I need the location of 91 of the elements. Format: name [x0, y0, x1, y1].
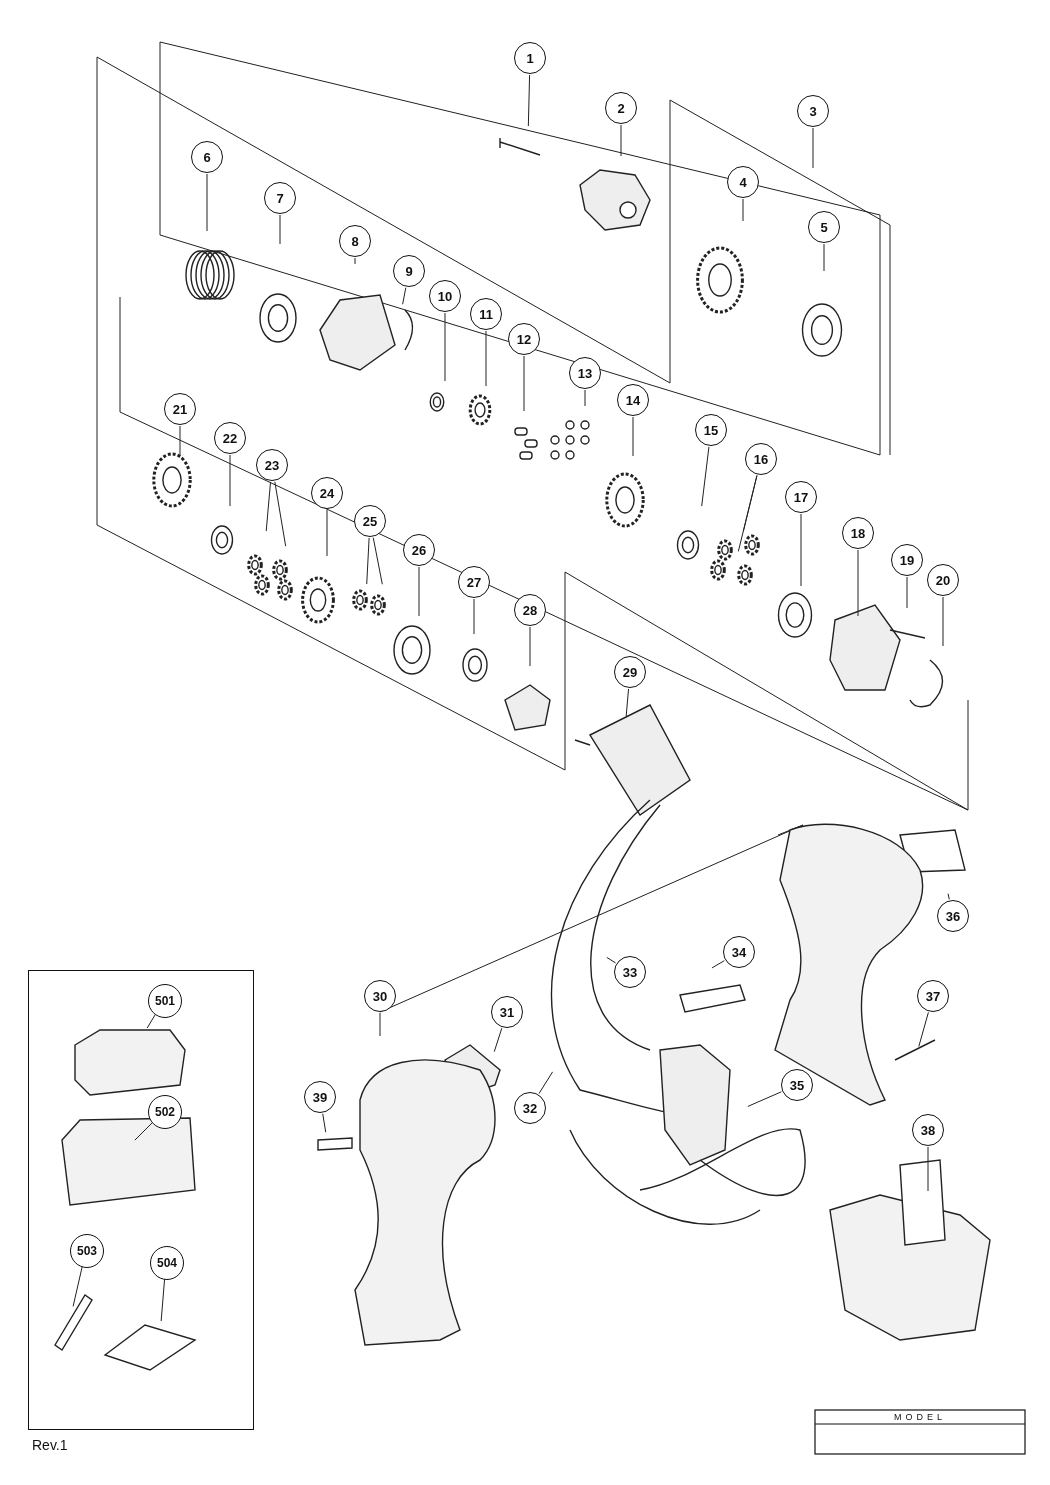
leader-line	[942, 596, 944, 647]
leader-line	[326, 509, 328, 557]
leader-line	[379, 1012, 381, 1037]
leader-line	[444, 312, 446, 382]
callout-number: 34	[723, 936, 755, 968]
callout-number: 28	[514, 594, 546, 626]
callout-number: 502	[148, 1095, 182, 1129]
leader-line	[366, 537, 370, 585]
callout-number: 8	[339, 225, 371, 257]
callout-number: 23	[256, 449, 288, 481]
callout-number: 1	[514, 42, 546, 74]
leader-line	[632, 416, 634, 457]
leader-line	[354, 257, 356, 265]
leader-line	[473, 598, 475, 635]
leader-line	[620, 124, 622, 157]
callout-number: 36	[937, 900, 969, 932]
callout-number: 16	[745, 443, 777, 475]
callout-number: 35	[781, 1069, 813, 1101]
callout-number: 20	[927, 564, 959, 596]
leader-line	[742, 198, 744, 222]
leader-line	[823, 243, 825, 272]
callout-number: 17	[785, 481, 817, 513]
leader-line	[179, 425, 181, 457]
leader-line	[322, 1113, 327, 1133]
leader-line	[538, 1071, 554, 1095]
leader-line	[527, 74, 531, 127]
callout-number: 29	[614, 656, 646, 688]
callout-number: 503	[70, 1234, 104, 1268]
leader-line	[927, 1146, 929, 1192]
leader-line	[523, 355, 525, 412]
leader-line	[737, 475, 758, 552]
leader-line	[160, 1278, 166, 1322]
leader-line	[279, 214, 281, 245]
callout-number: 13	[569, 357, 601, 389]
callout-number: 26	[403, 534, 435, 566]
leader-line	[146, 1014, 156, 1029]
callout-number: 2	[605, 92, 637, 124]
leader-line	[800, 513, 802, 587]
callout-number: 7	[264, 182, 296, 214]
callout-number: 21	[164, 393, 196, 425]
callout-number: 12	[508, 323, 540, 355]
leader-line	[229, 454, 231, 507]
revision-note: Rev.1	[32, 1438, 68, 1452]
leader-line	[418, 566, 420, 617]
callout-number: 22	[214, 422, 246, 454]
leader-line	[402, 287, 407, 305]
callout-number: 33	[614, 956, 646, 988]
callout-number: 19	[891, 544, 923, 576]
callout-number: 9	[393, 255, 425, 287]
leader-line	[265, 481, 271, 532]
callout-number: 39	[304, 1081, 336, 1113]
leader-line	[812, 127, 814, 169]
leader-line	[584, 389, 586, 407]
callout-number: 31	[491, 996, 523, 1028]
leader-line	[606, 956, 617, 964]
accessory-group-frame	[28, 970, 254, 1430]
callout-number: 38	[912, 1114, 944, 1146]
callout-number: 14	[617, 384, 649, 416]
callout-number: 5	[808, 211, 840, 243]
leader-line	[72, 1266, 83, 1307]
leader-line	[701, 446, 710, 507]
callout-number: 30	[364, 980, 396, 1012]
leader-line	[747, 1091, 782, 1107]
leader-line	[493, 1027, 503, 1053]
leader-line	[372, 537, 383, 585]
leader-line	[529, 626, 531, 667]
callout-number: 4	[727, 166, 759, 198]
callout-number: 25	[354, 505, 386, 537]
leader-line	[206, 173, 208, 232]
leader-line	[134, 1122, 153, 1141]
callout-number: 24	[311, 477, 343, 509]
leader-line	[711, 960, 725, 969]
callout-number: 15	[695, 414, 727, 446]
leader-line	[918, 1011, 929, 1047]
callout-number: 18	[842, 517, 874, 549]
leader-line	[625, 688, 630, 717]
callout-number: 32	[514, 1092, 546, 1124]
leader-line	[947, 893, 950, 900]
leader-line	[857, 549, 859, 617]
leader-line	[274, 481, 287, 547]
callout-number: 10	[429, 280, 461, 312]
model-heading: MODEL	[894, 1413, 946, 1422]
callout-number: 11	[470, 298, 502, 330]
callout-number: 27	[458, 566, 490, 598]
callout-number: 6	[191, 141, 223, 173]
callout-number: 3	[797, 95, 829, 127]
callout-number: 504	[150, 1246, 184, 1280]
leader-line	[485, 330, 487, 387]
leader-line	[906, 576, 908, 609]
callout-number: 37	[917, 980, 949, 1012]
callout-number: 501	[148, 984, 182, 1018]
